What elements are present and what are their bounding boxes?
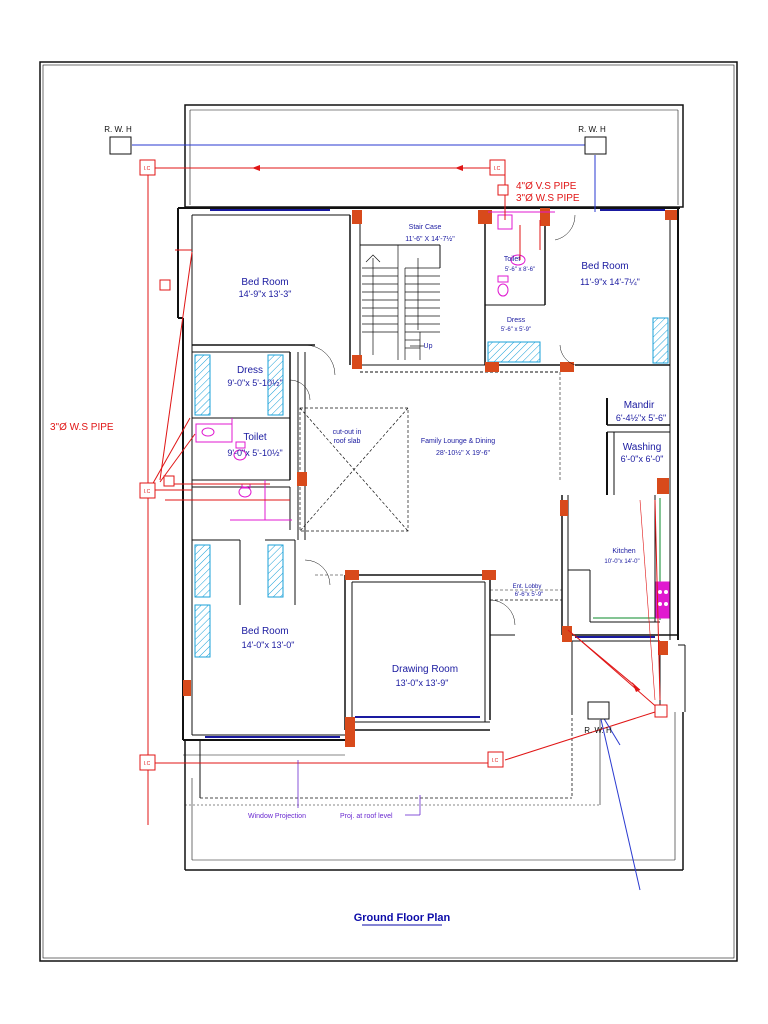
kitchen-counter [593,498,670,620]
lobby-dim: 6'-6"x 5'-9" [515,592,544,598]
drawing-room-dim: 13'-0"x 13'-9" [396,678,449,688]
ic-label-2: I.C [494,166,501,172]
kitchen-dim: 10'-0"x 14'-0" [604,559,639,565]
ic-label-1: I.C [144,166,151,172]
rwh-label-left: R. W. H [104,125,132,134]
ic-label-3: I.C [144,489,151,495]
toilet-left-dim: 9'-0"x 5'-10½" [227,448,282,458]
ic-label-4: I.C [144,761,151,767]
pipe-label-ws: 3"Ø W.S PIPE [516,193,580,204]
walls [177,104,686,871]
bed-room-2-name: Bed Room [581,261,628,272]
mandir-dim: 6'-4½"x 5'-6" [616,413,666,423]
stair-up: Up [424,343,433,350]
lounge-name: Family Lounge & Dining [421,438,495,445]
ic-label-5: I.C [492,758,499,764]
fixtures [195,211,555,521]
wardrobes [194,317,669,658]
pipe-label-vs: 4"Ø V.S PIPE [516,181,577,192]
staircase-treads [362,245,440,360]
doors [289,214,576,626]
pipe-label-ws-left: 3"Ø W.S PIPE [50,422,114,433]
bed-room-3-dim: 14'-0"x 13'-0" [242,640,295,650]
lounge-dim: 28'-10½" X 19'-6" [436,449,490,457]
sheet-outer-border [39,61,738,962]
bed-room-1-dim: 14'-9"x 13'-3" [239,289,292,299]
dress-top-name: Dress [507,317,526,324]
washing-name: Washing [623,442,662,453]
dashed-lines [315,372,562,591]
drawing-room-name: Drawing Room [392,664,458,675]
flow-arrows [252,165,640,692]
toilet-top-dim: 5'-6" x 8'-6" [505,267,535,273]
cutout-line-1: cut-out in [333,429,362,436]
sheet-inner-border [42,64,735,959]
stair-name: Stair Case [409,224,442,231]
mandir-name: Mandir [624,400,655,411]
rwh-boxes [109,136,610,720]
bed-room-3-name: Bed Room [241,626,288,637]
lobby-name: Ent. Lobby [513,584,542,590]
toilet-top-name: Toilet [504,256,520,263]
roof-projection-note: Proj. at roof level [340,813,393,820]
columns [183,208,677,747]
dress-top-dim: 5'-6" x 5'-9" [501,327,531,333]
dress-left-name: Dress [237,365,263,376]
cutout-line-2: roof slab [334,438,361,445]
rwh-label-front: R. W. H [584,726,612,735]
inspection-chambers [139,159,668,771]
window-projection-note: Window Projection [248,813,306,820]
roof-slab-cutout [299,407,409,532]
bed-room-2-dim: 11'-9"x 14'-7¼" [580,277,640,287]
water-supply-line [132,144,641,891]
kitchen-name: Kitchen [612,548,635,555]
washing-dim: 6'-0"x 6'-0" [621,454,664,464]
rwh-label-right: R. W. H [578,125,606,134]
stair-dim: 11'-6" X 14'-7½" [405,235,455,243]
bed-room-1-name: Bed Room [241,277,288,288]
windows [205,209,665,738]
dress-left-dim: 9'-0"x 5'-10½" [227,378,282,388]
toilet-left-name: Toilet [243,432,267,443]
plan-title: Ground Floor Plan [354,912,451,924]
